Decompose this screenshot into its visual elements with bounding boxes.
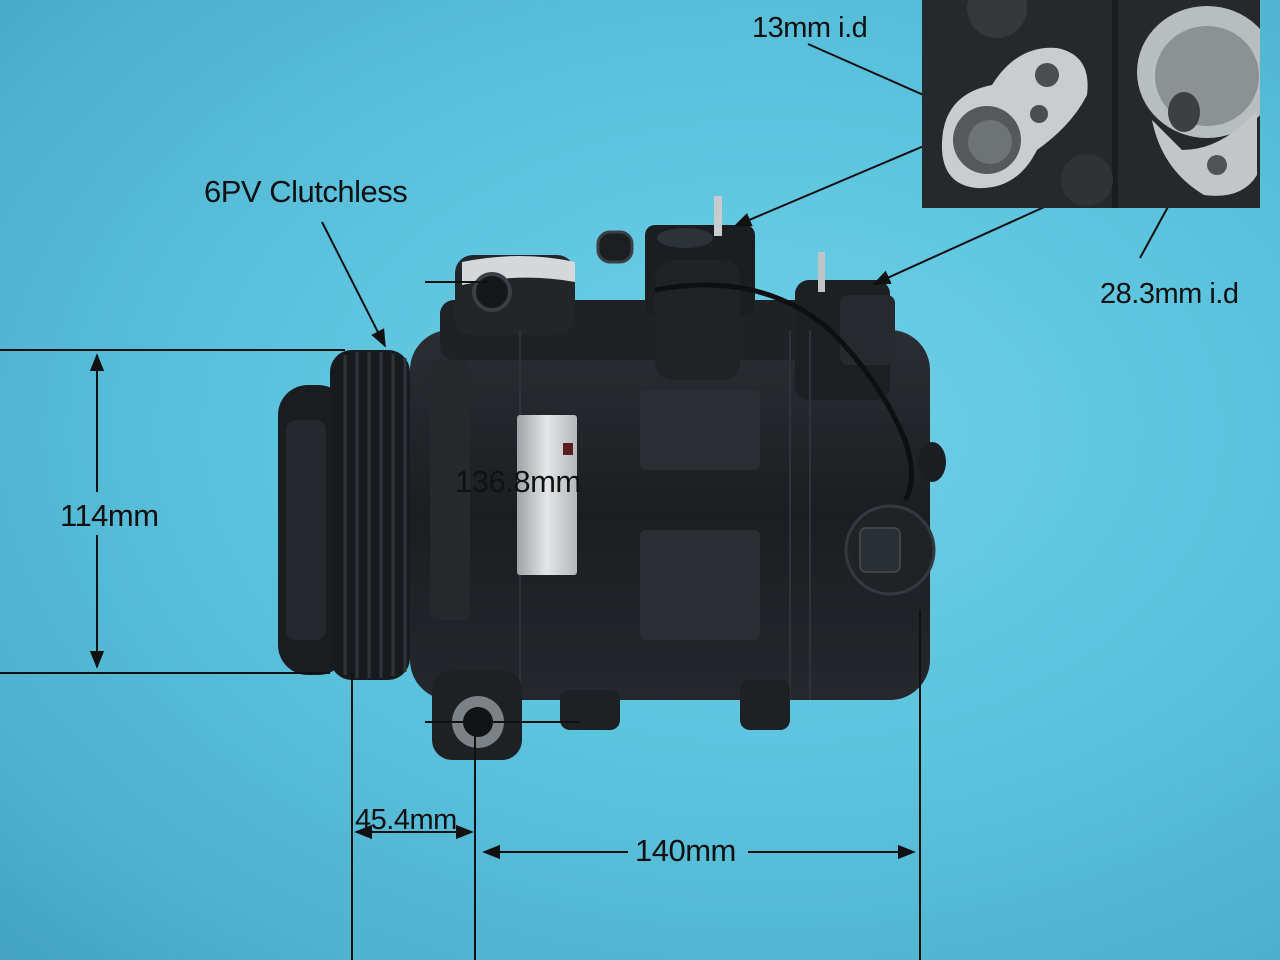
body-dimension-label: 136.8mm [455, 464, 581, 499]
clutch-type-label: 6PV Clutchless [204, 174, 408, 209]
dimension-lines [0, 43, 1211, 960]
height-dimension-label: 114mm [60, 498, 159, 533]
fittings-closeup-inset [922, 0, 1260, 208]
mount-width-dimension-label: 140mm [635, 833, 736, 868]
fittings-closeup [922, 0, 1260, 208]
outlet-diameter-label: 28.3mm i.d [1100, 278, 1239, 310]
pulley [278, 350, 410, 680]
manufacturer-label-plate [517, 415, 577, 575]
inlet-diameter-label: 13mm i.d [752, 12, 868, 44]
pulley-offset-dimension-label: 45.4mm [355, 804, 457, 836]
